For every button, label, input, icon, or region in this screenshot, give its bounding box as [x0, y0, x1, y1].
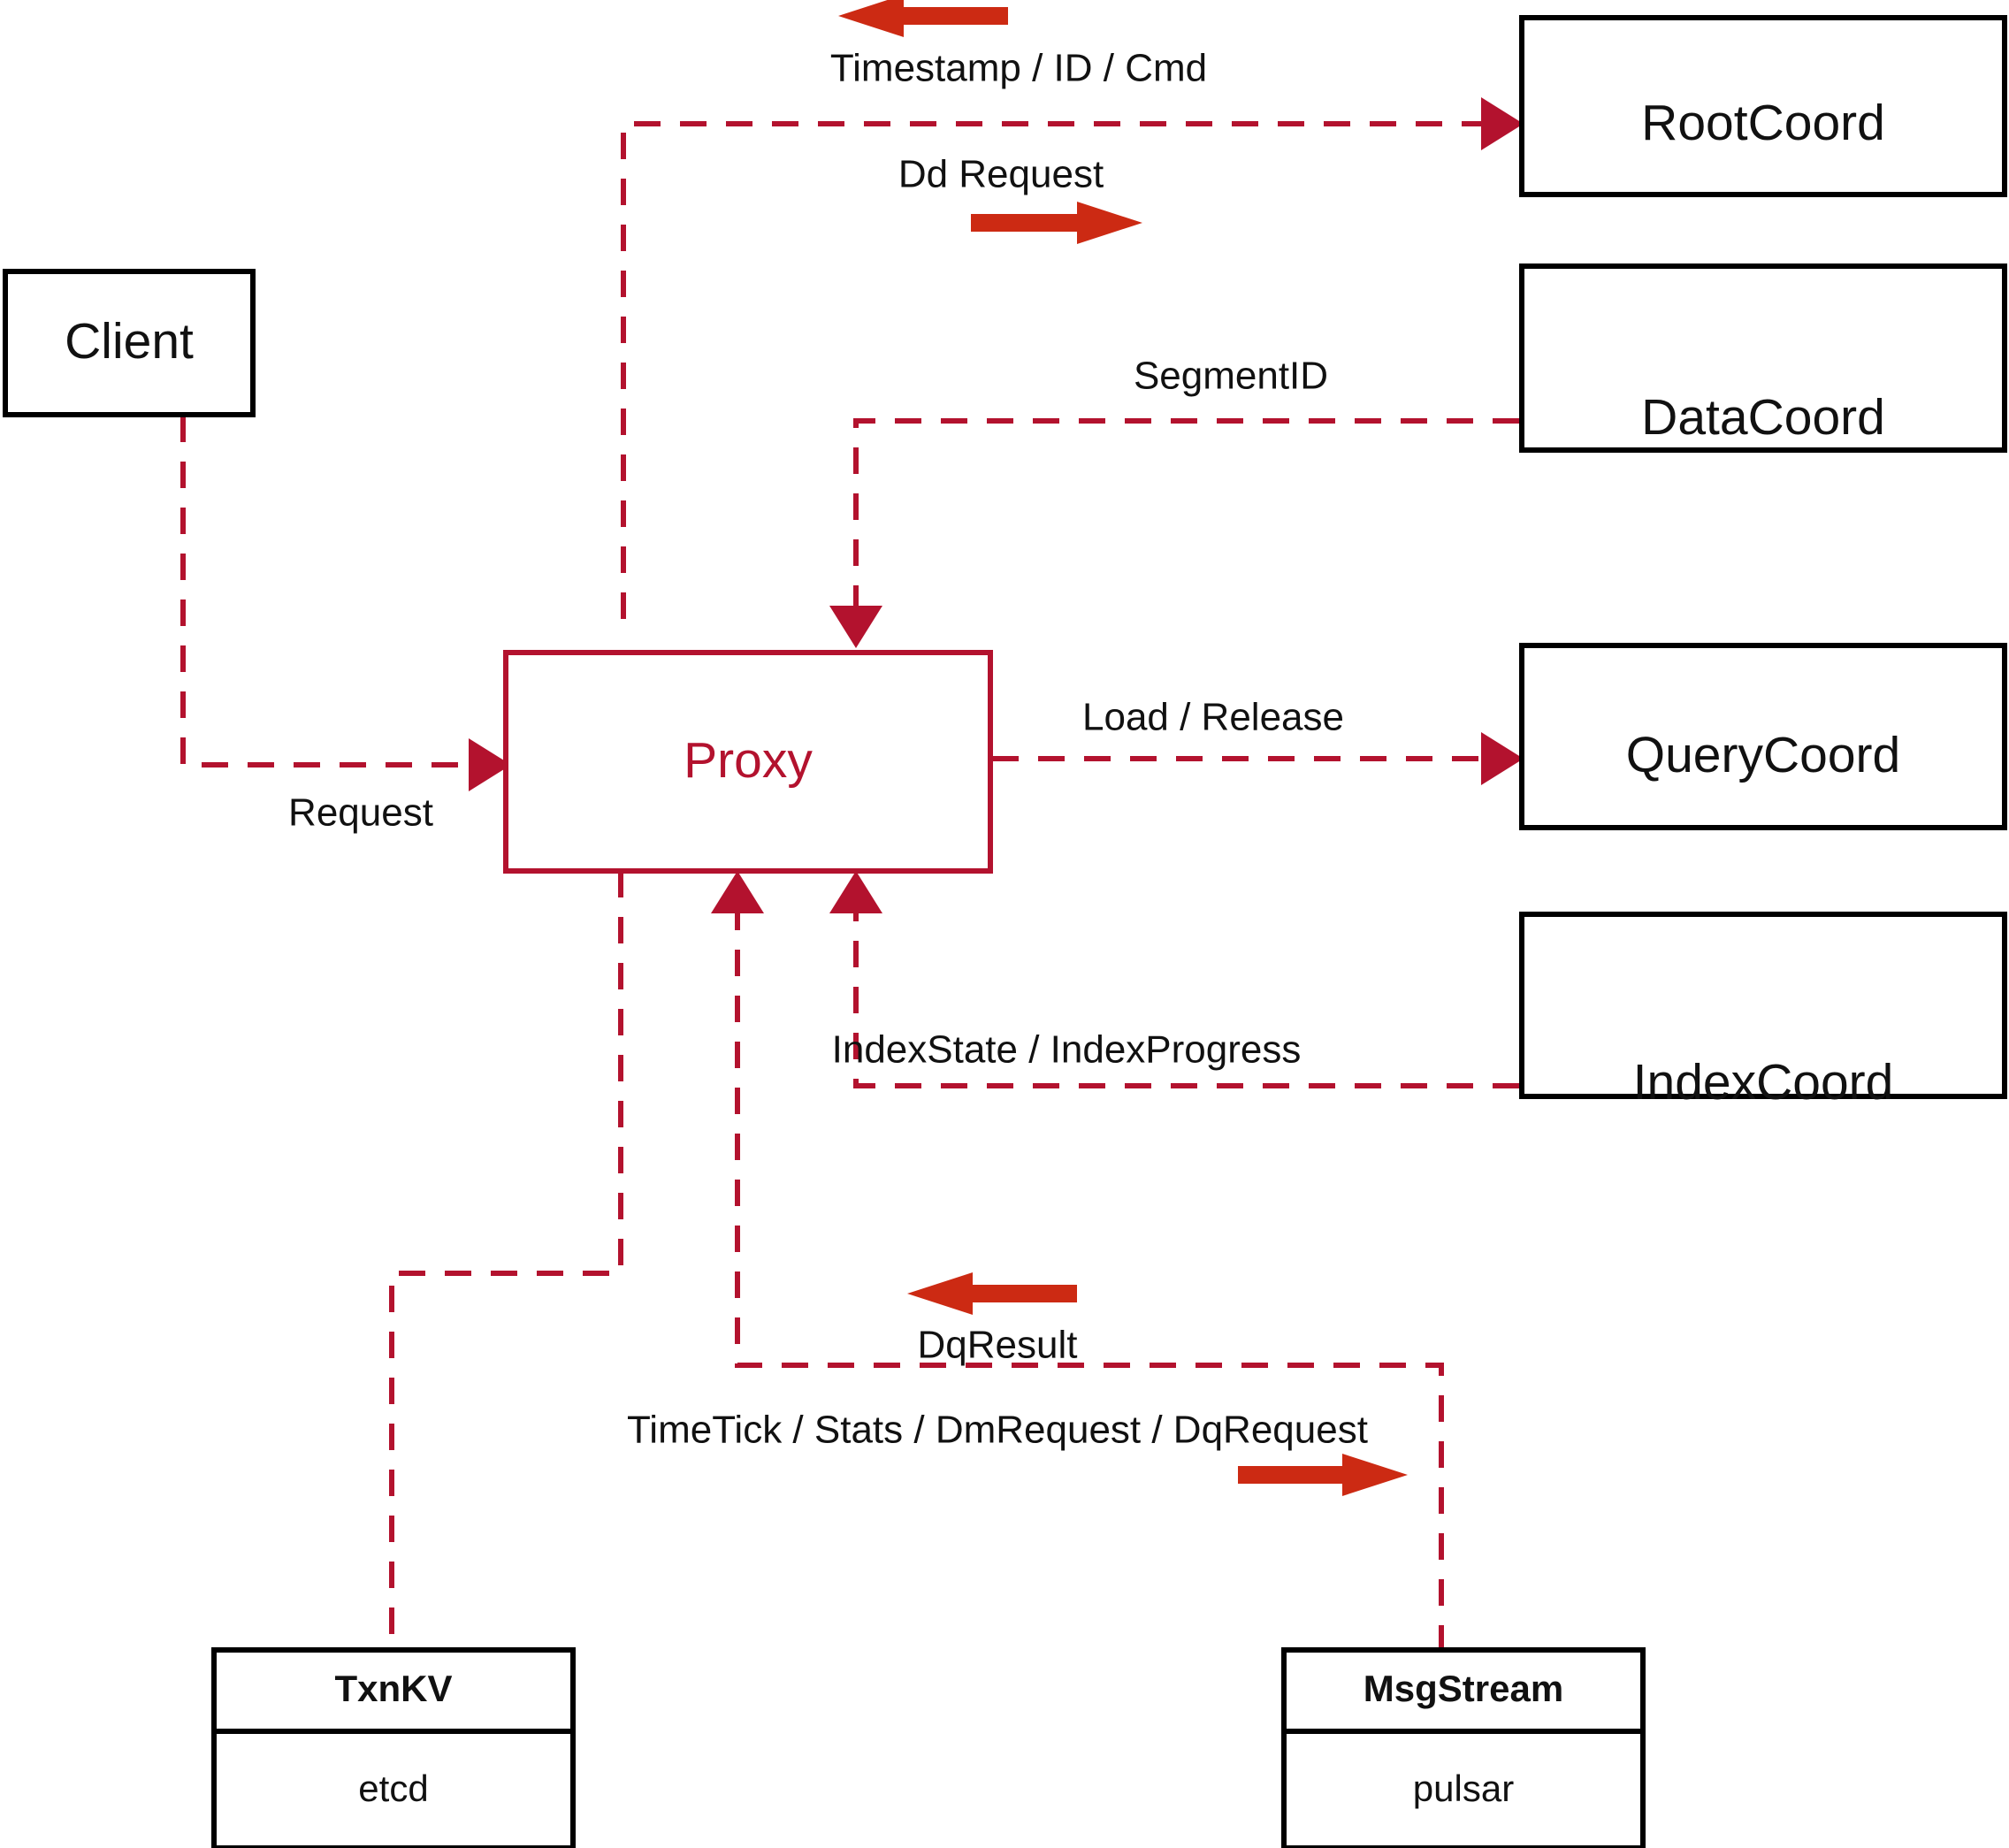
node-querycoord[interactable]: QueryCoord: [1519, 643, 2007, 830]
node-indexcoord-label: IndexCoord: [1633, 1054, 1894, 1111]
node-txnkv-title: TxnKV: [334, 1668, 452, 1709]
node-msgstream-body: pulsar: [1413, 1768, 1514, 1809]
edge-request: [180, 416, 511, 791]
edge-label-timetick-stats: TimeTick / Stats / DmRequest / DqRequest: [627, 1409, 1368, 1452]
node-datacoord[interactable]: DataCoord: [1519, 263, 2007, 453]
edge-dd-request: [621, 97, 1524, 619]
arrow-left-timestamp-icon: [838, 0, 1008, 37]
edge-txnkv: [389, 871, 623, 1650]
node-client-label: Client: [65, 313, 194, 370]
edge-index-state: [829, 871, 1519, 1088]
node-datacoord-label: DataCoord: [1641, 389, 1885, 446]
node-msgstream[interactable]: MsgStream pulsar: [1281, 1647, 1646, 1848]
edge-label-index-state-progress: IndexState / IndexProgress: [832, 1028, 1302, 1072]
node-rootcoord[interactable]: RootCoord: [1519, 15, 2007, 197]
node-txnkv-body: etcd: [358, 1768, 428, 1809]
edge-label-timestamp-id-cmd: Timestamp / ID / Cmd: [830, 47, 1207, 90]
edge-label-dq-result: DqResult: [918, 1324, 1078, 1367]
node-indexcoord[interactable]: IndexCoord: [1519, 912, 2007, 1111]
edge-label-load-release: Load / Release: [1082, 696, 1344, 739]
arrow-right-ddrequest-icon: [971, 202, 1142, 244]
edge-label-dd-request: Dd Request: [898, 153, 1104, 196]
arrow-right-timetick-icon: [1238, 1454, 1408, 1496]
edge-label-segment-id: SegmentID: [1134, 355, 1328, 398]
edge-msgstream: [711, 871, 1444, 1652]
edge-label-request: Request: [288, 791, 433, 835]
edge-segment-id: [829, 418, 1519, 648]
node-rootcoord-label: RootCoord: [1641, 95, 1885, 151]
node-client[interactable]: Client: [3, 269, 256, 417]
node-querycoord-label: QueryCoord: [1626, 727, 1900, 783]
node-proxy-label: Proxy: [684, 732, 813, 789]
node-txnkv[interactable]: TxnKV etcd: [211, 1647, 576, 1848]
node-msgstream-title: MsgStream: [1364, 1668, 1563, 1709]
arrow-left-dqresult-icon: [907, 1272, 1077, 1315]
node-proxy[interactable]: Proxy: [503, 650, 993, 874]
